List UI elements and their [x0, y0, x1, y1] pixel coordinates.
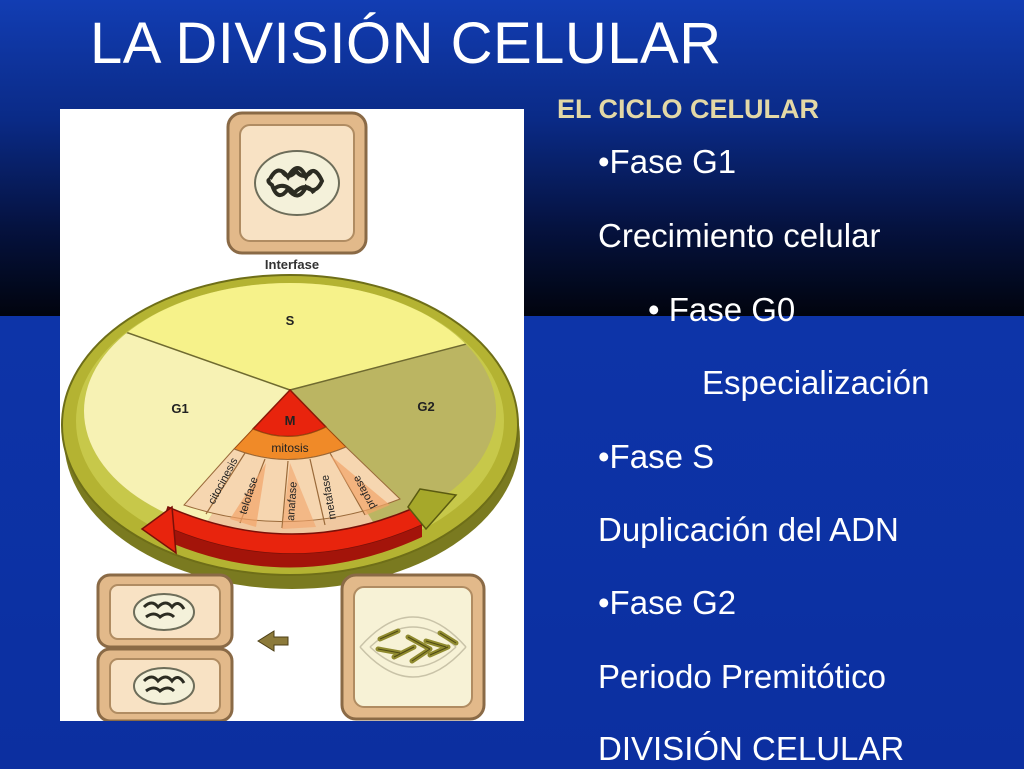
phase-label-g1: G1: [171, 401, 188, 416]
left-arrow-icon: [257, 630, 289, 652]
slide-subtitle: EL CICLO CELULAR: [557, 94, 819, 124]
mitosis-label: mitosis: [271, 441, 308, 455]
phase-label-m: M: [285, 413, 296, 428]
slide-title: LA DIVISIÓN CELULAR: [90, 11, 722, 76]
sub-phase-anafase: anafase: [285, 481, 300, 521]
ring-label-interfase: Interfase: [265, 257, 319, 272]
phase-label-g2: G2: [417, 399, 434, 414]
cell-cycle-wheel: [61, 274, 520, 589]
dividing-cells-illustration: [96, 573, 234, 721]
metaphase-cell-illustration: [340, 573, 486, 721]
interphase-cell-illustration: [226, 111, 368, 255]
phase-label-s: S: [286, 313, 295, 328]
cell-cycle-diagram: Interfase S G1 G2 M mitosis citocinesis …: [61, 111, 520, 721]
cell-cycle-figure: Interfase S G1 G2 M mitosis citocinesis …: [60, 109, 524, 721]
